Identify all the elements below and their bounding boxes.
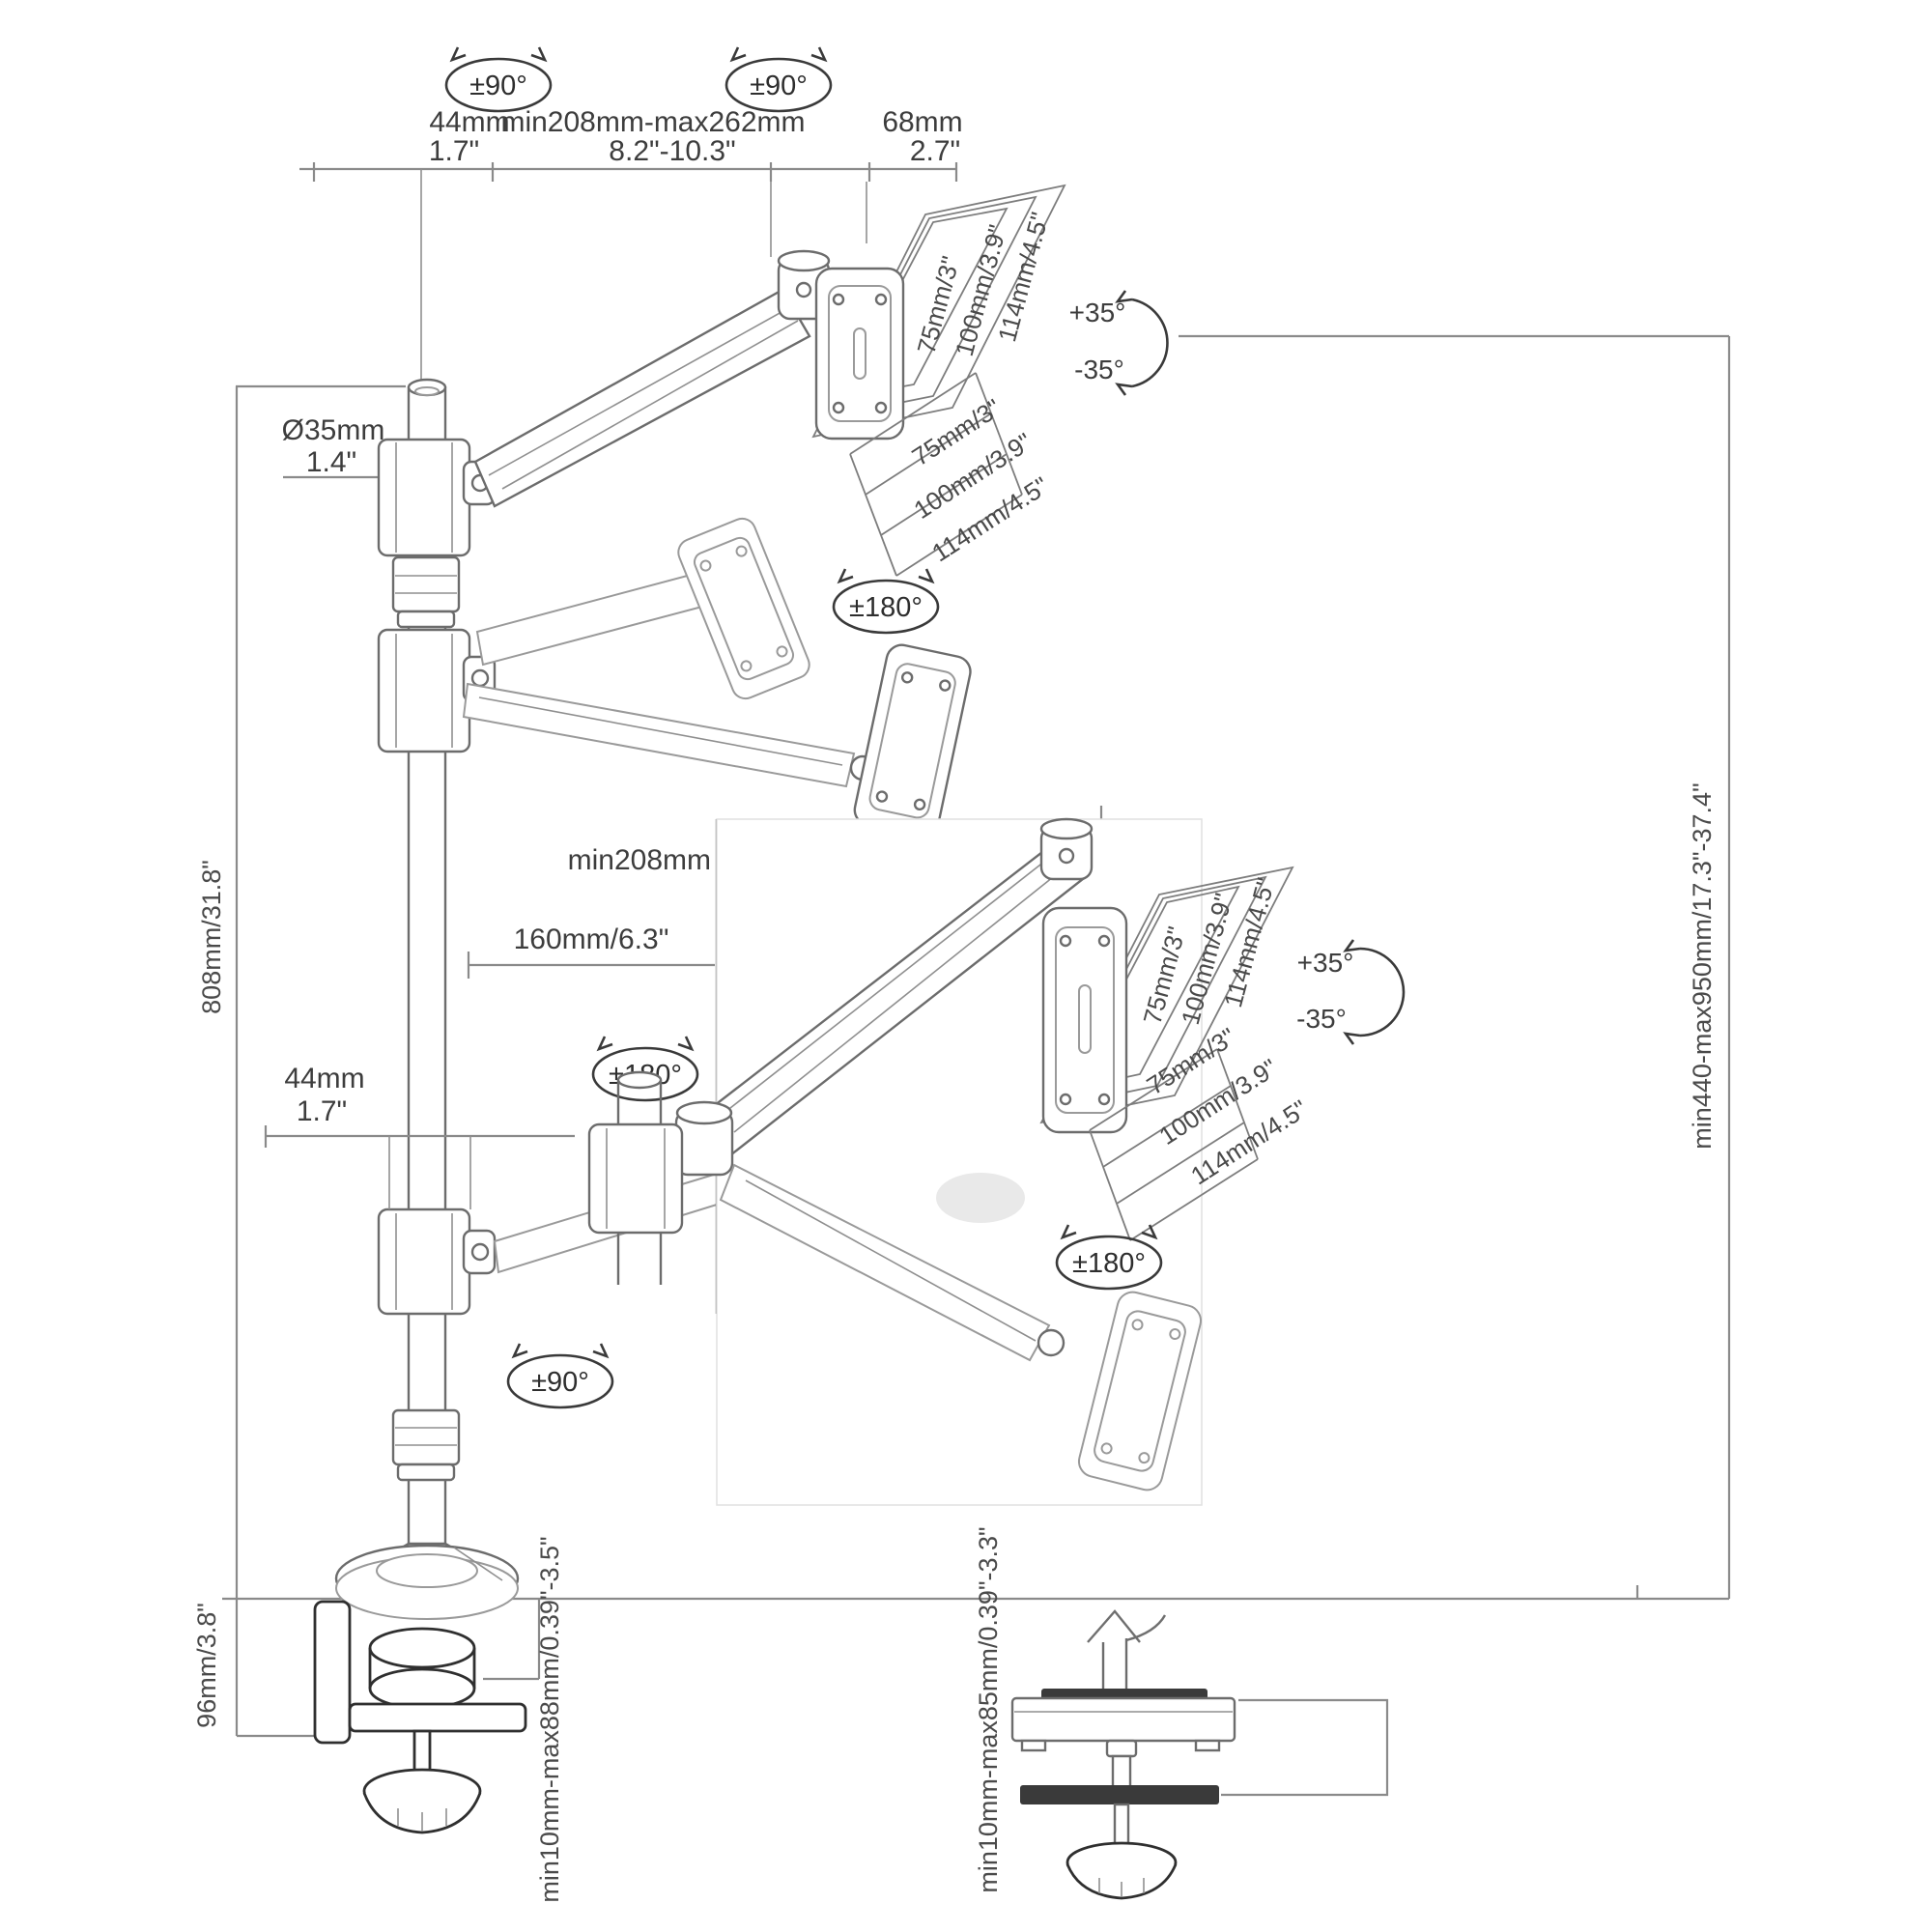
top-head-in: 2.7" [910, 135, 960, 167]
up-arrow [1087, 1609, 1167, 1696]
left-dimension-group: Ø35mm 1.4" 808mm/31.8" 96mm/3.8" [192, 384, 406, 1738]
inset-vesa-flipped [1077, 1291, 1203, 1492]
clamp-range-a-label: min10mm-max88mm/0.39"-3.5" [535, 1536, 564, 1902]
tilt-annotation-inset: +35° -35° [1296, 939, 1406, 1045]
clamp-bracket-height-label: 96mm/3.8" [192, 1603, 221, 1728]
rotation-oval-pole: ±90° [444, 46, 553, 113]
inset-tilt-up-label: +35° [1297, 948, 1354, 978]
desk-clamp-detail: min10mm-max85mm/0.39"-3.3" [974, 1526, 1389, 1900]
inset-elbow [674, 1100, 734, 1177]
mid-offset-mm: 44mm [284, 1063, 364, 1094]
top-reach-mm: min208mm-max262mm [500, 106, 805, 138]
clamp-knob-main [362, 1768, 482, 1834]
inset-tilt-down-label: -35° [1296, 1004, 1347, 1034]
inset-pole-clamp [587, 1070, 684, 1285]
desk-clamp-main: min10mm-max88mm/0.39"-3.5" [313, 1536, 564, 1903]
pole-base-collar [334, 1542, 520, 1620]
pole-diameter-mm: Ø35mm [282, 414, 385, 446]
vesa-plate-lowered [853, 643, 972, 838]
pole-ring-collar-lower [391, 1408, 461, 1482]
vesa-measure-planes-diagonal [849, 372, 1023, 577]
inset-vesa-planes-diagonal [1089, 1048, 1259, 1241]
mid-offset-in: 1.7" [297, 1095, 347, 1127]
lower-arm-length-label: 160mm/6.3" [514, 923, 669, 955]
inset-arm-drawing: 75mm/3" 100mm/3.9" 114mm/4.5" 75mm/3" 10… [587, 817, 1406, 1506]
height-range-label: min440-max950mm/17.3"-37.4" [1688, 782, 1717, 1149]
rotation-oval-90-low: ±90° [506, 1343, 614, 1409]
rotate-90-label-2: ±90° [750, 71, 808, 101]
vesa-plate-main [811, 184, 1066, 577]
mid-reach-label: min208mm [568, 844, 711, 876]
top-head-mm: 68mm [882, 106, 962, 138]
vesa-plate-flipped [677, 517, 810, 700]
rotate-90-label-1: ±90° [469, 71, 527, 101]
rotation-oval-180-main: ±180° [832, 568, 940, 635]
inset-vesa-plate [1039, 866, 1294, 1241]
rotation-oval-180-inset: ±180° [1055, 1224, 1163, 1291]
rotate-180-label-1: ±180° [849, 592, 923, 623]
rotation-oval-180-mid: ±180° [591, 1036, 699, 1102]
tilt-annotation-main: +35° -35° [1069, 290, 1169, 396]
second-position-arm: ±180° [462, 517, 972, 838]
scan-smudge [936, 1173, 1025, 1223]
pole-ring-collar-upper [391, 555, 461, 629]
clamp-range-b-label: min10mm-max85mm/0.39"-3.3" [974, 1526, 1003, 1892]
tilt-down-label: -35° [1074, 355, 1124, 384]
pole-length-label: 808mm/31.8" [197, 860, 226, 1014]
clamp-knob-detail [1065, 1841, 1178, 1900]
top-offset-in: 1.7" [429, 135, 479, 167]
top-dimension-group: ±90° ±90° 44mm min208mm-max262mm 68mm 1.… [299, 46, 963, 381]
rotate-180-label-3: ±180° [1072, 1248, 1146, 1279]
pole-drawing [334, 378, 718, 1620]
top-offset-mm: 44mm [429, 106, 509, 138]
upper-arm-clamp [377, 438, 497, 557]
rotation-oval-elbow: ±90° [724, 46, 833, 113]
rotate-90-label-3: ±90° [531, 1367, 589, 1398]
pole-diameter-in: 1.4" [306, 446, 356, 478]
top-reach-in: 8.2"-10.3" [609, 135, 735, 167]
inset-head-joint [1039, 817, 1094, 881]
upper-gas-spring-arm [473, 249, 831, 508]
